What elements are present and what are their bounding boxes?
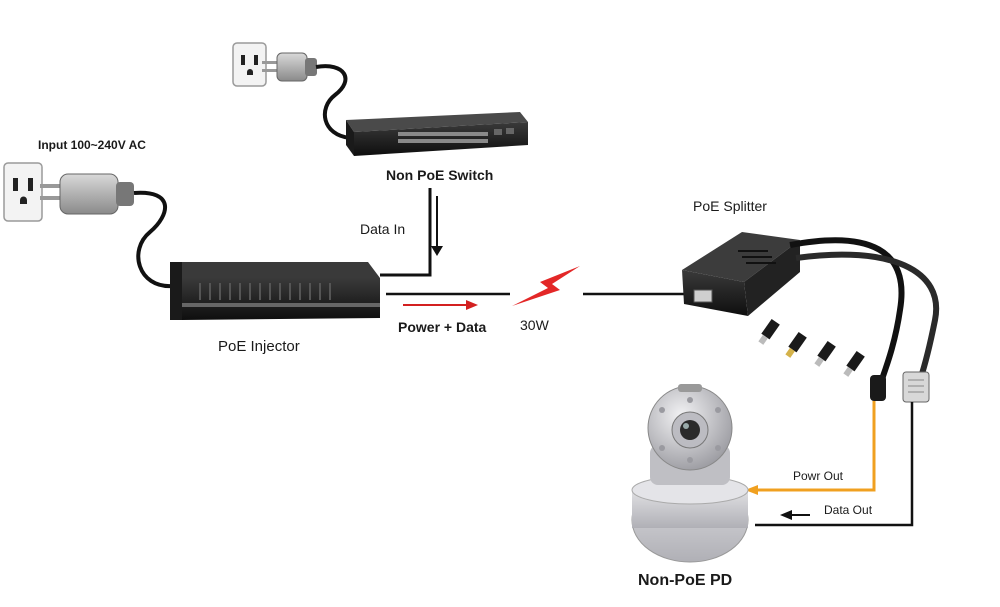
power-data-label: Power + Data	[398, 319, 487, 335]
splitter-power-cable	[789, 237, 905, 386]
rj45-port-icon	[693, 289, 713, 303]
dc-adapter-tips	[758, 318, 865, 377]
poe-injector-label: PoE Injector	[218, 338, 300, 355]
poe-splitter-device	[682, 232, 800, 316]
switch-power-cable	[315, 64, 351, 140]
non-poe-switch-label: Non PoE Switch	[386, 167, 493, 183]
powr-out-label: Powr Out	[793, 469, 844, 483]
ip-camera-device	[631, 384, 749, 563]
data-out-label: Data Out	[824, 503, 873, 517]
data-out-line	[755, 402, 914, 527]
power-plug-icon	[40, 173, 134, 215]
poe-injector-device	[170, 262, 380, 320]
power-out-line	[755, 401, 876, 492]
non-poe-pd-label: Non-PoE PD	[638, 572, 732, 589]
input-ac-label: Input 100~240V AC	[38, 138, 146, 152]
data-in-label: Data In	[360, 221, 405, 237]
wall-outlet-icon	[232, 42, 267, 87]
lightning-icon	[512, 266, 580, 306]
ac-input-cable	[133, 190, 173, 289]
rj45-plug	[902, 371, 930, 403]
splitter-data-cable	[795, 251, 940, 381]
wall-outlet-icon	[3, 162, 43, 222]
power-plug-icon	[262, 52, 317, 82]
dc-power-plug	[870, 375, 886, 401]
non-poe-switch-device	[346, 112, 528, 156]
poe-splitter-label: PoE Splitter	[693, 198, 767, 214]
power-watts-label: 30W	[520, 317, 550, 333]
data-in-cable	[380, 188, 432, 277]
